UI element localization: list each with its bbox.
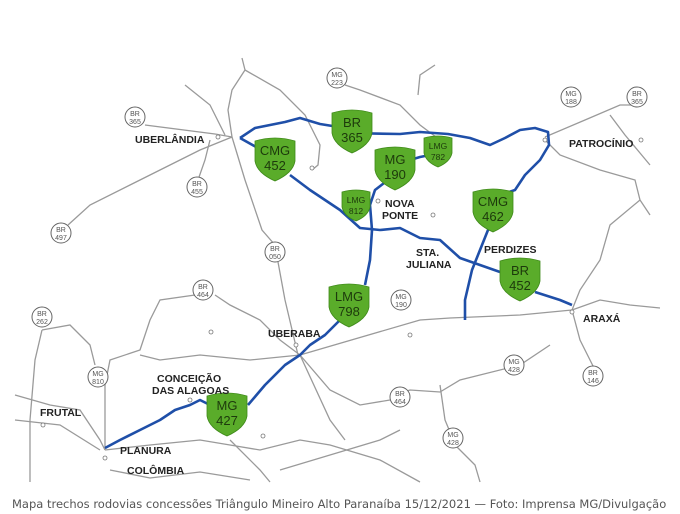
svg-text:428: 428 [508, 367, 520, 374]
svg-text:810: 810 [92, 379, 104, 386]
svg-text:MG: MG [508, 359, 519, 366]
svg-text:BR: BR [192, 181, 202, 188]
svg-text:MG: MG [447, 432, 458, 439]
town-dots [40, 134, 644, 461]
svg-text:MG: MG [395, 294, 406, 301]
city-frutal: FRUTAL [40, 407, 82, 419]
svg-text:BR: BR [588, 370, 598, 377]
city-perdizes: PERDIZES [484, 244, 537, 256]
city-nova-ponte: NOVA [385, 198, 415, 210]
svg-text:LMG: LMG [347, 195, 365, 205]
svg-text:462: 462 [482, 209, 504, 224]
svg-text:190: 190 [384, 167, 406, 182]
svg-text:190: 190 [395, 302, 407, 309]
city-patrocinio: PATROCÍNIO [569, 137, 633, 150]
svg-text:223: 223 [331, 80, 343, 87]
svg-text:455: 455 [191, 189, 203, 196]
svg-text:BR: BR [198, 284, 208, 291]
svg-text:464: 464 [394, 399, 406, 406]
svg-text:452: 452 [509, 278, 531, 293]
svg-text:MG: MG [331, 72, 342, 79]
svg-text:MG: MG [217, 398, 238, 413]
svg-text:LMG: LMG [335, 289, 363, 304]
city-planura: PLANURA [120, 445, 172, 457]
svg-text:CMG: CMG [260, 143, 290, 158]
svg-text:497: 497 [55, 235, 67, 242]
city-araxa: ARAXÁ [583, 312, 621, 325]
city-nova-ponte-2: PONTE [382, 210, 418, 222]
svg-text:464: 464 [197, 292, 209, 299]
svg-text:MG: MG [565, 91, 576, 98]
svg-text:452: 452 [264, 158, 286, 173]
svg-text:LMG: LMG [429, 141, 447, 151]
svg-text:MG: MG [385, 152, 406, 167]
city-uberaba: UBERABA [268, 328, 321, 340]
svg-text:BR: BR [270, 246, 280, 253]
city-conceicao-2: DAS ALAGOAS [152, 385, 229, 397]
image-caption: Mapa trechos rodovias concessões Triângu… [12, 497, 667, 511]
regular-roads [14, 57, 661, 483]
svg-text:BR: BR [343, 115, 361, 130]
svg-text:BR: BR [56, 227, 66, 234]
svg-text:427: 427 [216, 413, 238, 428]
svg-text:BR: BR [511, 263, 529, 278]
svg-text:782: 782 [431, 152, 445, 162]
svg-text:050: 050 [269, 254, 281, 261]
city-conceicao: CONCEIÇÃO [157, 372, 221, 385]
svg-text:BR: BR [37, 311, 47, 318]
svg-text:365: 365 [631, 99, 643, 106]
svg-text:MG: MG [92, 371, 103, 378]
svg-text:365: 365 [341, 130, 363, 145]
svg-text:365: 365 [129, 119, 141, 126]
svg-text:188: 188 [565, 99, 577, 106]
city-sta-juliana: STA. [416, 247, 439, 259]
svg-text:798: 798 [338, 304, 360, 319]
svg-text:CMG: CMG [478, 194, 508, 209]
city-colombia: COLÔMBIA [127, 464, 185, 477]
svg-text:812: 812 [349, 206, 363, 216]
city-uberlandia: UBERLÂNDIA [135, 133, 205, 146]
city-labels: UBERLÂNDIA PATROCÍNIO NOVA PONTE STA. JU… [40, 133, 633, 477]
city-sta-juliana-2: JULIANA [406, 259, 452, 271]
svg-text:BR: BR [395, 391, 405, 398]
svg-text:BR: BR [130, 111, 140, 118]
svg-text:BR: BR [632, 91, 642, 98]
svg-text:428: 428 [447, 440, 459, 447]
svg-text:262: 262 [36, 319, 48, 326]
svg-text:146: 146 [587, 378, 599, 385]
